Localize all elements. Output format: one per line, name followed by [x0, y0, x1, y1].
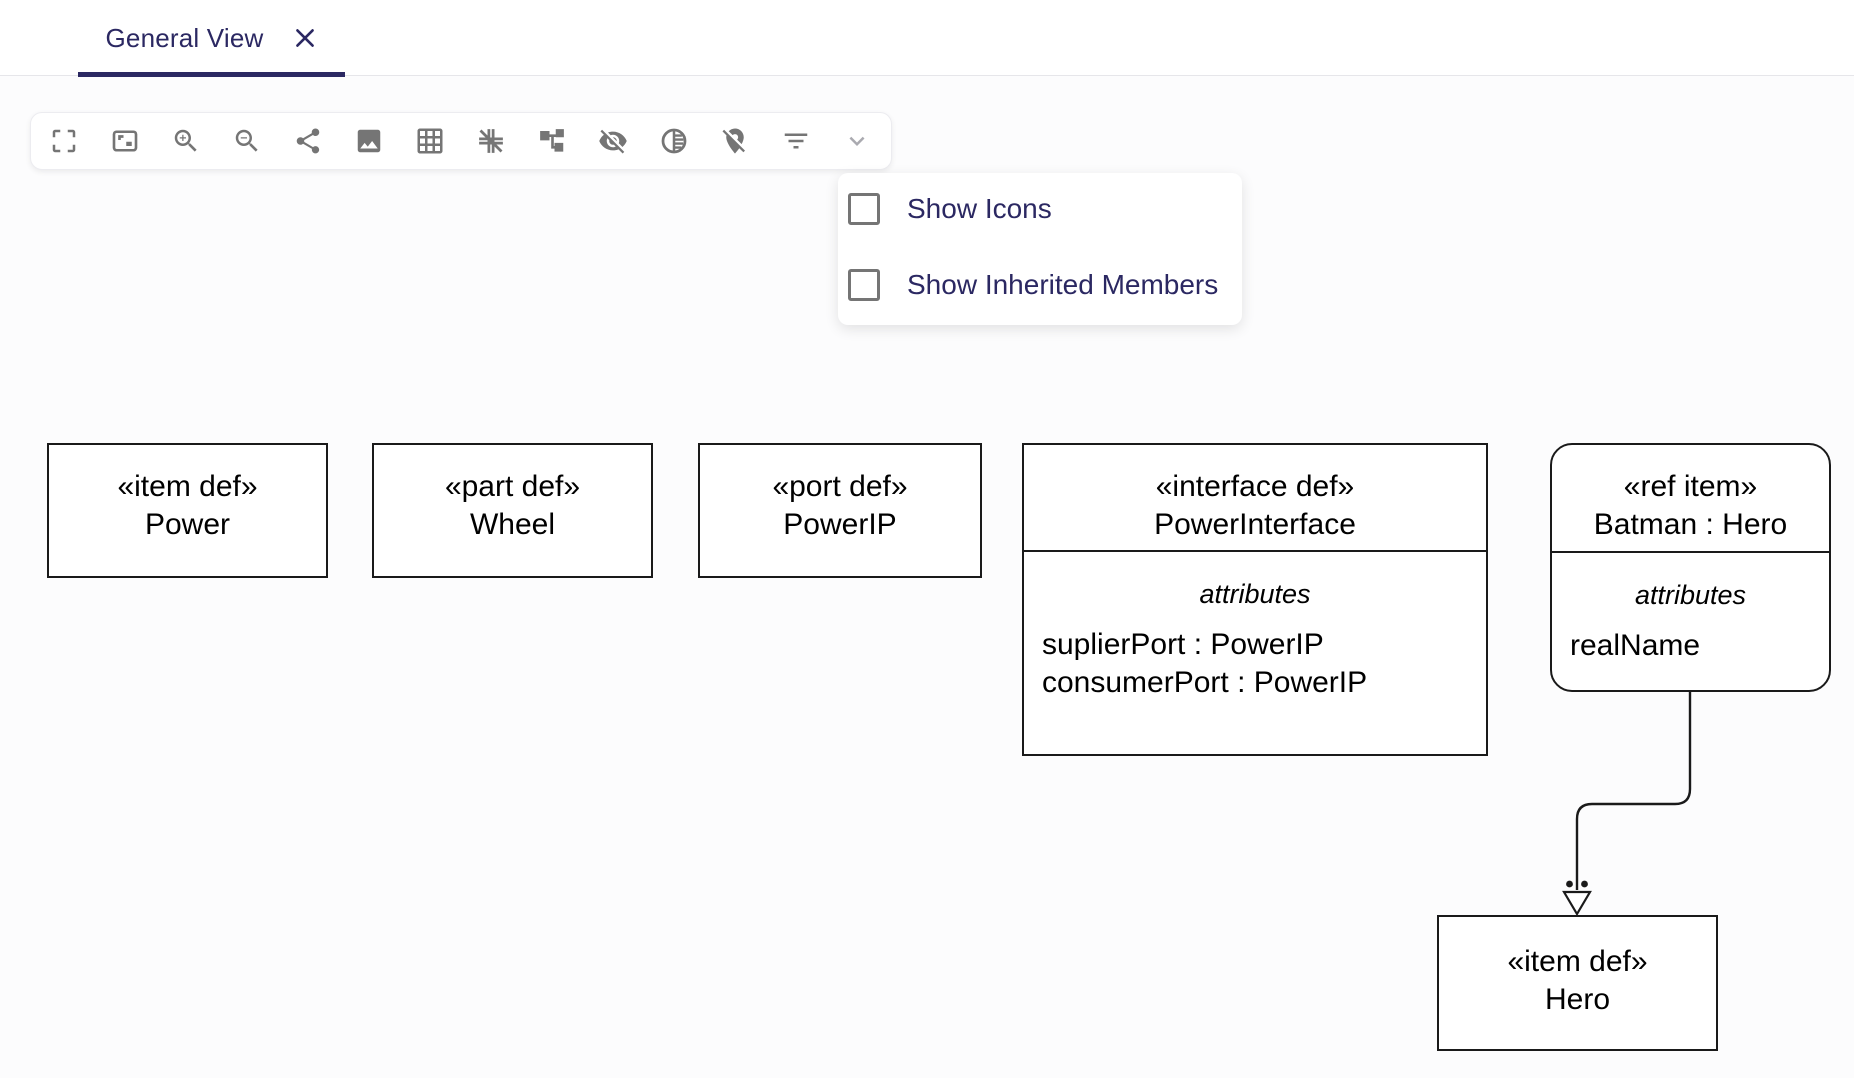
chevron-down-icon[interactable]	[842, 126, 872, 156]
location-off-icon[interactable]	[720, 126, 750, 156]
menu-item-show-icons[interactable]: Show Icons	[848, 193, 1242, 225]
node-item-def-power[interactable]: «item def» Power	[47, 443, 328, 578]
tab-general-view[interactable]: General View	[78, 0, 345, 77]
node-name: PowerIP	[783, 508, 897, 541]
image-icon[interactable]	[354, 126, 384, 156]
grid-icon[interactable]	[415, 126, 445, 156]
menu-item-label: Show Inherited Members	[907, 269, 1219, 300]
share-icon[interactable]	[293, 126, 323, 156]
fullscreen-icon[interactable]	[49, 126, 79, 156]
attribute-line: suplierPort : PowerIP	[1042, 628, 1324, 661]
active-tab-underline	[78, 72, 345, 77]
filter-icon[interactable]	[781, 126, 811, 156]
crossings-off-icon[interactable]	[476, 126, 506, 156]
tonality-icon[interactable]	[659, 126, 689, 156]
attribute-line: realName	[1570, 629, 1701, 662]
close-icon[interactable]	[292, 25, 318, 51]
show-inherited-members-checkbox[interactable]	[848, 269, 880, 301]
zoom-out-icon[interactable]	[232, 126, 262, 156]
zoom-in-icon[interactable]	[171, 126, 201, 156]
visibility-off-icon[interactable]	[598, 126, 628, 156]
menu-item-label: Show Icons	[907, 193, 1052, 224]
node-interface-def-powerinterface[interactable]: «interface def» PowerInterface attribute…	[1022, 443, 1488, 756]
hierarchy-icon[interactable]	[537, 126, 567, 156]
node-stereotype: «ref item»	[1623, 470, 1758, 503]
node-stereotype: «part def»	[444, 470, 581, 503]
show-icons-checkbox[interactable]	[848, 193, 880, 225]
node-stereotype: «item def»	[1507, 945, 1648, 978]
node-stereotype: «port def»	[772, 470, 908, 503]
node-stereotype: «item def»	[117, 470, 258, 503]
diagram-toolbar	[30, 112, 892, 170]
node-item-def-hero[interactable]: «item def» Hero	[1437, 915, 1718, 1051]
node-port-def-powerip[interactable]: «port def» PowerIP	[698, 443, 982, 578]
attributes-compartment: attributes suplierPort : PowerIP consume…	[1024, 578, 1486, 702]
node-stereotype: «interface def»	[1155, 470, 1355, 503]
tab-bar: General View	[0, 0, 1854, 77]
node-part-def-wheel[interactable]: «part def» Wheel	[372, 443, 653, 578]
attributes-compartment: attributes realName	[1552, 579, 1829, 665]
node-name: Wheel	[469, 508, 556, 541]
node-name: PowerInterface	[1154, 508, 1356, 541]
node-name: Power	[144, 508, 231, 541]
node-ref-item-batman[interactable]: «ref item» Batman : Hero attributes real…	[1550, 443, 1831, 692]
menu-item-show-inherited-members[interactable]: Show Inherited Members	[848, 269, 1242, 301]
attribute-line: consumerPort : PowerIP	[1042, 666, 1368, 699]
tab-label: General View	[105, 22, 264, 53]
node-name: Batman : Hero	[1593, 508, 1788, 541]
fit-screen-icon[interactable]	[110, 126, 140, 156]
compartment-label: attributes	[1634, 580, 1747, 610]
compartment-label: attributes	[1199, 579, 1311, 609]
view-options-menu: Show Icons Show Inherited Members	[838, 173, 1242, 325]
node-name: Hero	[1544, 983, 1611, 1016]
